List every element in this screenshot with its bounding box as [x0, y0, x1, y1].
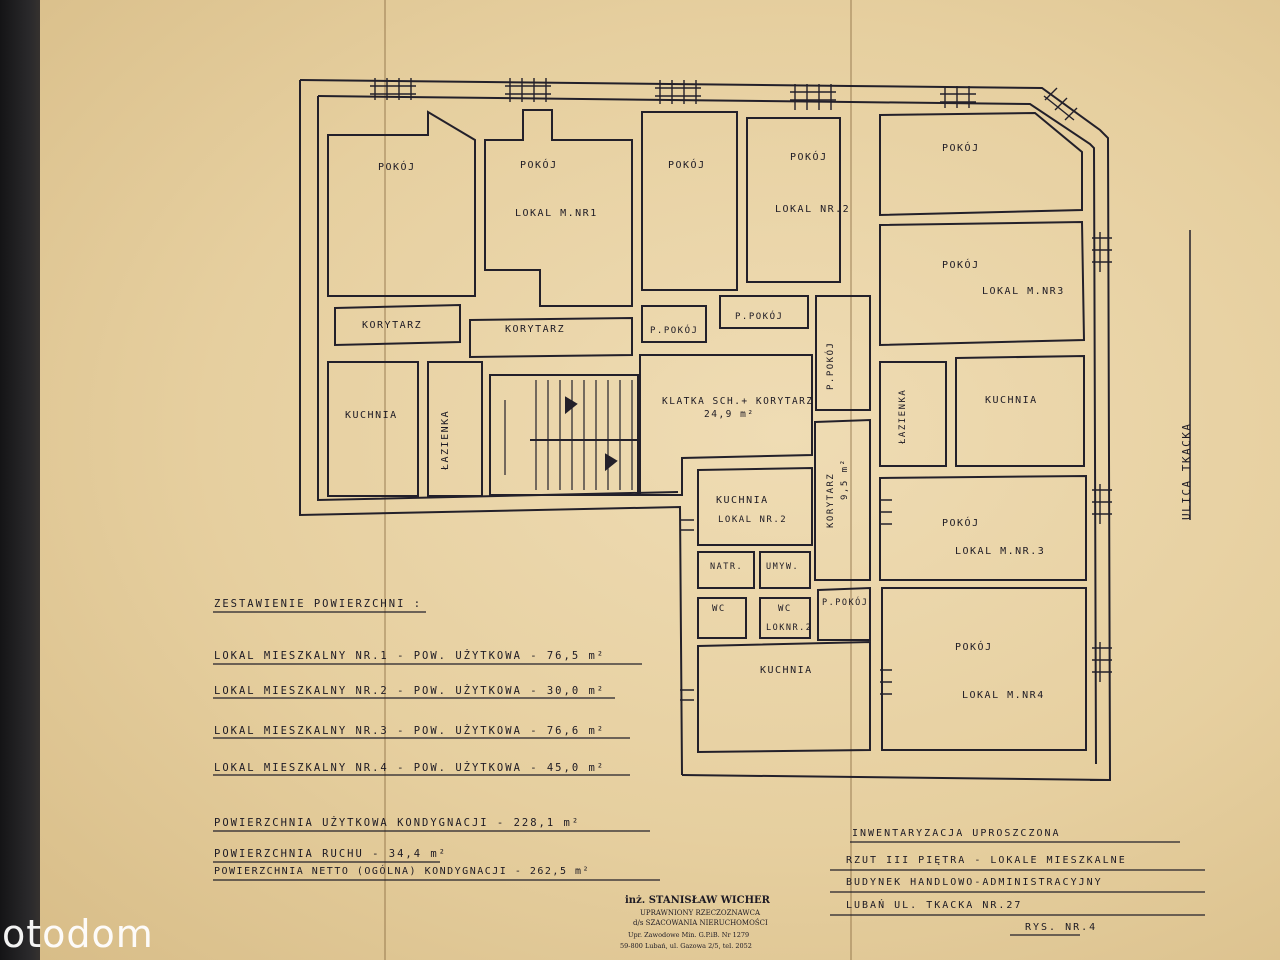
stair-arrow — [605, 453, 618, 472]
label-klatka-area: 24,9 m² — [704, 409, 755, 420]
summary-total: POWIERZCHNIA NETTO (OGÓLNA) KONDYGNACJI … — [214, 866, 591, 877]
label-lazienka: ŁAZIENKA — [440, 409, 451, 470]
label-pokoj: POKÓJ — [942, 143, 980, 154]
room-korytarz-c — [814, 418, 871, 581]
room-p-pokoj-a — [641, 305, 707, 343]
outer-wall — [299, 79, 1112, 781]
label-pokoj: POKÓJ — [955, 642, 993, 653]
title-block-line: BUDYNEK HANDLOWO-ADMINISTRACYJNY — [846, 877, 1103, 888]
label-pokoj: POKÓJ — [378, 162, 416, 173]
bottom-wall — [681, 774, 1111, 781]
label-p-pokoj: P.POKÓJ — [735, 312, 784, 322]
label-natr: NATR. — [710, 562, 744, 572]
room-kuchnia-a — [327, 361, 419, 497]
summary-line: LOKAL MIESZKALNY NR.2 - POW. UŻYTKOWA - … — [214, 685, 606, 697]
room-lokal-2 — [746, 117, 841, 283]
label-p-pokoj: P.POKÓJ — [822, 598, 869, 608]
label-wc: WC — [712, 604, 726, 614]
summary-total: POWIERZCHNIA UŻYTKOWA KONDYGNACJI - 228,… — [214, 817, 581, 829]
room-korytarz-a — [334, 303, 461, 347]
room-lazienka-b — [879, 361, 947, 467]
stamp-line: Upr. Zawodowe Min. G.P.iB. Nr 1279 — [628, 931, 750, 939]
drawing-number: RYS. NR.4 — [1025, 922, 1098, 933]
room-umyw — [759, 551, 811, 589]
label-lokal-3: LOKAL M.NR3 — [982, 286, 1065, 297]
label-lokal-2: LOKNR.2 — [766, 623, 813, 633]
label-pokoj: POKÓJ — [790, 152, 828, 163]
street-side-wall — [299, 80, 683, 776]
paper-sheet — [40, 0, 1280, 960]
room-natr — [697, 551, 755, 589]
title-block-line: INWENTARYZACJA UPROSZCZONA — [852, 828, 1061, 839]
label-lokal-4: LOKAL M.NR4 — [962, 690, 1045, 701]
room-p-pokoj-c — [815, 295, 871, 411]
label-pokoj: POKÓJ — [520, 160, 558, 171]
summary-line: LOKAL MIESZKALNY NR.4 - POW. UŻYTKOWA - … — [214, 762, 606, 774]
room-wc-b — [759, 597, 811, 639]
room-kuchnia-b — [955, 354, 1085, 467]
otodom-watermark-logo: otodom — [2, 912, 154, 956]
room-kuchnia-c — [697, 466, 813, 546]
stamp-line: 59-800 Lubań, ul. Gazowa 2/5, tel. 2052 — [620, 942, 752, 950]
room-p-pokoj-b — [719, 295, 809, 329]
summary-underlines — [213, 611, 1205, 936]
label-korytarz: KORYTARZ — [505, 324, 566, 335]
paper-fold — [850, 0, 852, 960]
label-wc: WC — [778, 604, 792, 614]
summary-title: ZESTAWIENIE POWIERZCHNI : — [214, 598, 423, 610]
label-kuchnia: KUCHNIA — [716, 495, 769, 506]
paper-fold — [384, 0, 386, 960]
room-pokoj-c — [641, 111, 738, 291]
label-pokoj: POKÓJ — [942, 260, 980, 271]
room-stairs — [489, 374, 639, 496]
summary-line: LOKAL MIESZKALNY NR.1 - POW. UŻYTKOWA - … — [214, 650, 606, 662]
label-korytarz-area: 9,5 m² — [840, 458, 850, 500]
room-kuchnia-d — [697, 640, 871, 754]
label-lokal-2: LOKAL NR.2 — [775, 204, 851, 215]
room-klatka — [639, 354, 813, 496]
summary-line: LOKAL MIESZKALNY NR.3 - POW. UŻYTKOWA - … — [214, 725, 606, 737]
window-marks — [370, 78, 1112, 701]
label-klatka: KLATKA SCH.+ KORYTARZ — [662, 396, 814, 407]
street-name: ULICA TKACKA — [1180, 422, 1193, 520]
stair-arrow — [565, 396, 578, 415]
binder-edge — [0, 0, 44, 960]
label-korytarz: KORYTARZ — [362, 320, 423, 331]
room-lokal-4 — [881, 587, 1087, 751]
label-kuchnia: KUCHNIA — [760, 665, 813, 676]
label-korytarz: KORYTARZ — [826, 472, 836, 528]
stamp-line: UPRAWNIONY RZECZOZNAWCA — [640, 909, 761, 917]
room-lokal-1 — [484, 109, 633, 307]
label-pokoj: POKÓJ — [942, 518, 980, 529]
room-pokoj-a — [327, 110, 476, 297]
label-p-pokoj: P.POKÓJ — [650, 326, 699, 336]
title-block-line: RZUT III PIĘTRA - LOKALE MIESZKALNE — [846, 855, 1127, 866]
label-kuchnia: KUCHNIA — [345, 410, 398, 421]
title-block-line: LUBAŃ UL. TKACKA NR.27 — [846, 900, 1023, 911]
summary-total: POWIERZCHNIA RUCHU - 34,4 m² — [214, 848, 448, 860]
label-umyw: UMYW. — [766, 562, 800, 572]
room-lokal-3 — [879, 220, 1086, 347]
room-lokal-3b — [879, 474, 1087, 581]
label-lokal-2: LOKAL NR.2 — [718, 515, 788, 525]
label-p-pokoj: P.POKÓJ — [826, 341, 836, 390]
label-lazienka: ŁAZIENKA — [898, 388, 908, 444]
room-pokoj-e — [879, 111, 1083, 217]
stamp-name: inż. STANISŁAW WICHER — [625, 895, 770, 906]
room-p-pokoj-d — [817, 586, 871, 641]
room-lazienka-a — [427, 361, 483, 497]
stamp-line: d/s SZACOWANIA NIERUCHOMOŚCI — [633, 919, 768, 927]
label-lokal-3: LOKAL M.NR.3 — [955, 546, 1046, 557]
room-wc-a — [697, 597, 747, 639]
room-korytarz-b — [469, 316, 633, 359]
label-lokal-1: LOKAL M.NR1 — [515, 208, 598, 219]
label-pokoj: POKÓJ — [668, 160, 706, 171]
staircase-steps — [504, 380, 640, 490]
label-kuchnia: KUCHNIA — [985, 395, 1038, 406]
